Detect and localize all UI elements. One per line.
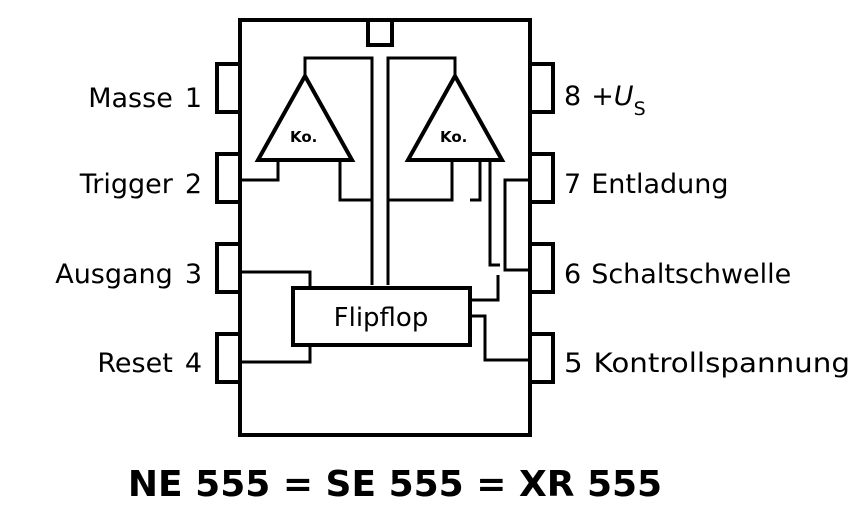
wire-left-comp-out	[338, 160, 372, 202]
wire-right-comp-out	[388, 160, 454, 202]
pin-7-name: Entladung	[591, 169, 728, 200]
wire-control	[470, 314, 530, 362]
pin-4-label: Reset 4	[97, 348, 202, 379]
wire-threshold	[488, 160, 500, 267]
pin-5-tab	[530, 332, 555, 384]
comparator-left	[254, 71, 356, 162]
pin-1-name: Masse	[88, 83, 173, 114]
pin-4-number: 4	[185, 348, 202, 379]
pin-7-number: 7	[564, 169, 581, 200]
pin-2-name: Trigger	[79, 169, 174, 200]
wire-right-comp-in	[470, 160, 482, 202]
chip-body	[238, 18, 532, 437]
pin-8-subscript: S	[634, 98, 646, 120]
pin-7-label: 7 Entladung	[564, 169, 729, 200]
footer-equivalents: NE 555 = SE 555 = XR 555	[128, 464, 662, 505]
pin-3-tab	[215, 242, 240, 294]
pin-1-tab	[215, 62, 240, 114]
pin-3-name: Ausgang	[55, 259, 173, 290]
pin-2-label: Trigger 2	[79, 169, 202, 200]
pin-4-name: Reset	[97, 348, 172, 379]
pin-5-name: Kontrollspannung	[594, 348, 850, 379]
comparator-right	[404, 71, 506, 162]
pin-6-label: 6 Schaltschwelle	[564, 259, 791, 290]
pin-1-number: 1	[185, 83, 202, 114]
wire-reset	[240, 345, 312, 364]
pin-1-label: Masse 1	[88, 83, 202, 114]
pin-8-label: 8 +US	[564, 81, 646, 120]
pin-5-label: 5 Kontrollspannung	[564, 348, 850, 379]
comparator-left-label: Ko.	[290, 128, 317, 146]
pin-6-tab	[530, 242, 555, 294]
pin-3-label: Ausgang 3	[55, 259, 202, 290]
wire-trigger	[240, 160, 280, 182]
pin-8-name: +U	[591, 81, 634, 112]
pin-2-number: 2	[185, 169, 202, 200]
pin-6-number: 6	[564, 259, 581, 290]
flipflop-label: Flipflop	[334, 303, 429, 333]
wire-left-comp-top	[303, 56, 374, 285]
pin-7-tab	[530, 152, 555, 204]
pin-5-number: 5	[564, 348, 583, 379]
pin-8-number: 8	[564, 81, 581, 112]
pin-3-number: 3	[185, 259, 202, 290]
pin-4-tab	[215, 332, 240, 384]
pin-2-tab	[215, 152, 240, 204]
wire-discharge	[503, 178, 530, 272]
chip-notch	[366, 20, 394, 47]
pin-6-name: Schaltschwelle	[591, 259, 791, 290]
wire-output	[240, 270, 312, 288]
pin-8-tab	[530, 62, 555, 114]
comparator-right-label: Ko.	[440, 128, 467, 146]
wire-right-comp-top	[386, 56, 457, 285]
wire-flipflop-right	[470, 275, 500, 302]
